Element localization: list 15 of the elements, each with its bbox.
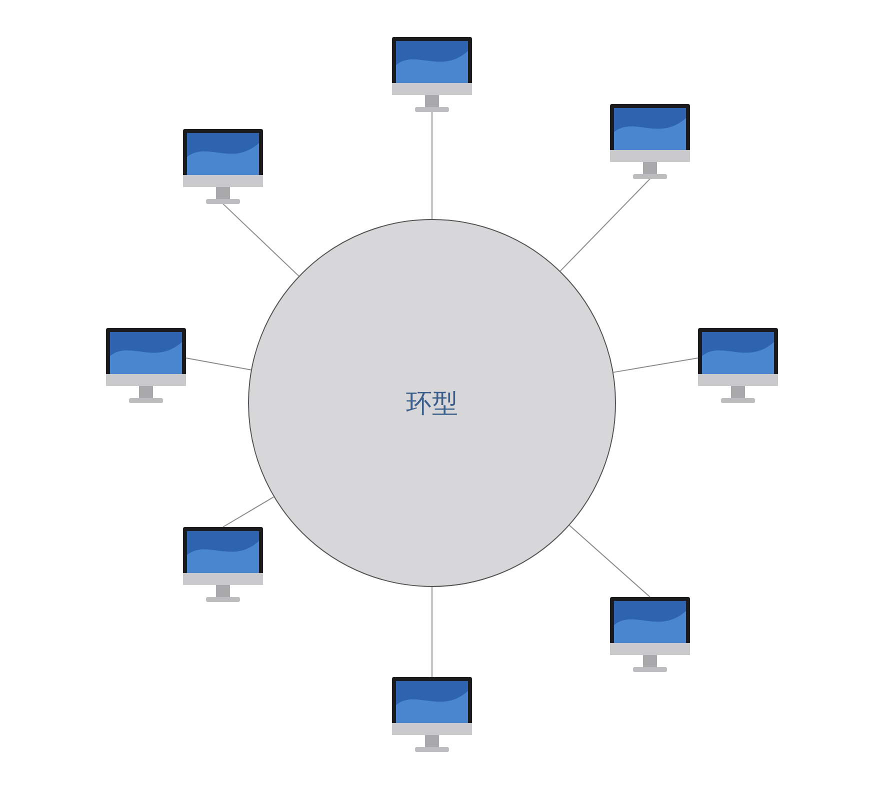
connector-line xyxy=(222,496,274,528)
picture xyxy=(105,326,187,406)
picture xyxy=(391,35,473,115)
picture xyxy=(697,326,779,406)
connector-line xyxy=(560,178,650,272)
connector-line xyxy=(612,358,698,373)
picture xyxy=(182,525,264,605)
connector-line xyxy=(186,358,252,370)
picture xyxy=(609,595,691,675)
picture xyxy=(609,102,691,182)
picture xyxy=(182,127,264,207)
connector-line xyxy=(568,524,650,598)
node-label: 环型 xyxy=(406,388,458,420)
picture xyxy=(391,675,473,755)
connector-line xyxy=(222,203,300,277)
